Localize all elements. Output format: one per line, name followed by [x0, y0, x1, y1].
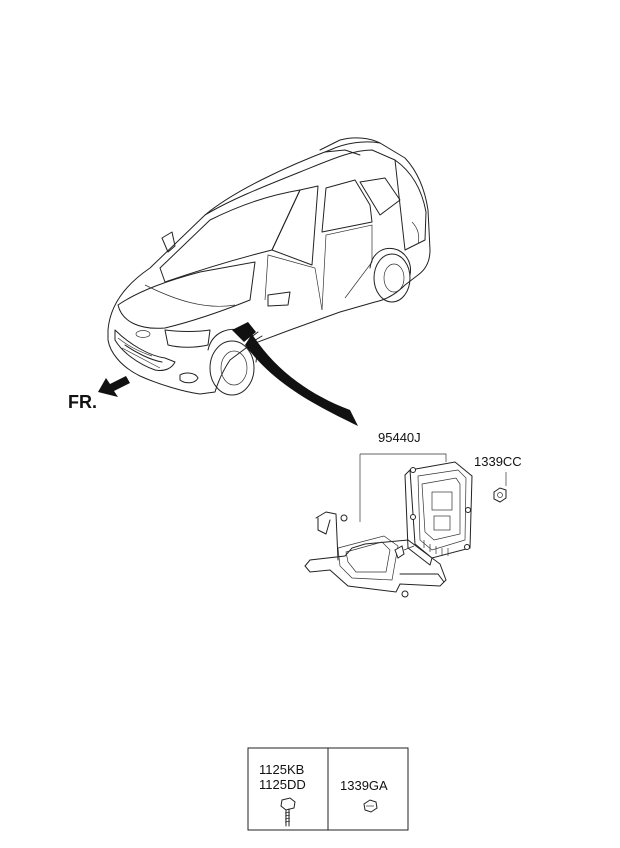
callout-ribbon: [245, 334, 358, 426]
bolt-icon: [394, 545, 415, 559]
nut-part-label-2: 1339GA: [340, 778, 388, 793]
leader-line-ecu: [359, 453, 447, 522]
arrow-left-down-icon: [98, 376, 130, 397]
ecu-part-label: 95440J: [378, 430, 421, 445]
bolt-part-label-1: 1125KB: [259, 762, 304, 777]
fastener-legend-table: [247, 747, 409, 831]
bolt-part-label-2: 1125DD: [259, 777, 306, 792]
front-label: FR.: [68, 392, 97, 412]
bracket-icon: [304, 511, 447, 598]
nut-part-label: 1339CC: [474, 454, 522, 469]
nut-icon: [363, 799, 378, 813]
ecu-module-icon: [404, 461, 473, 566]
nut-icon: [493, 487, 507, 503]
bolt-icon: [280, 797, 296, 827]
